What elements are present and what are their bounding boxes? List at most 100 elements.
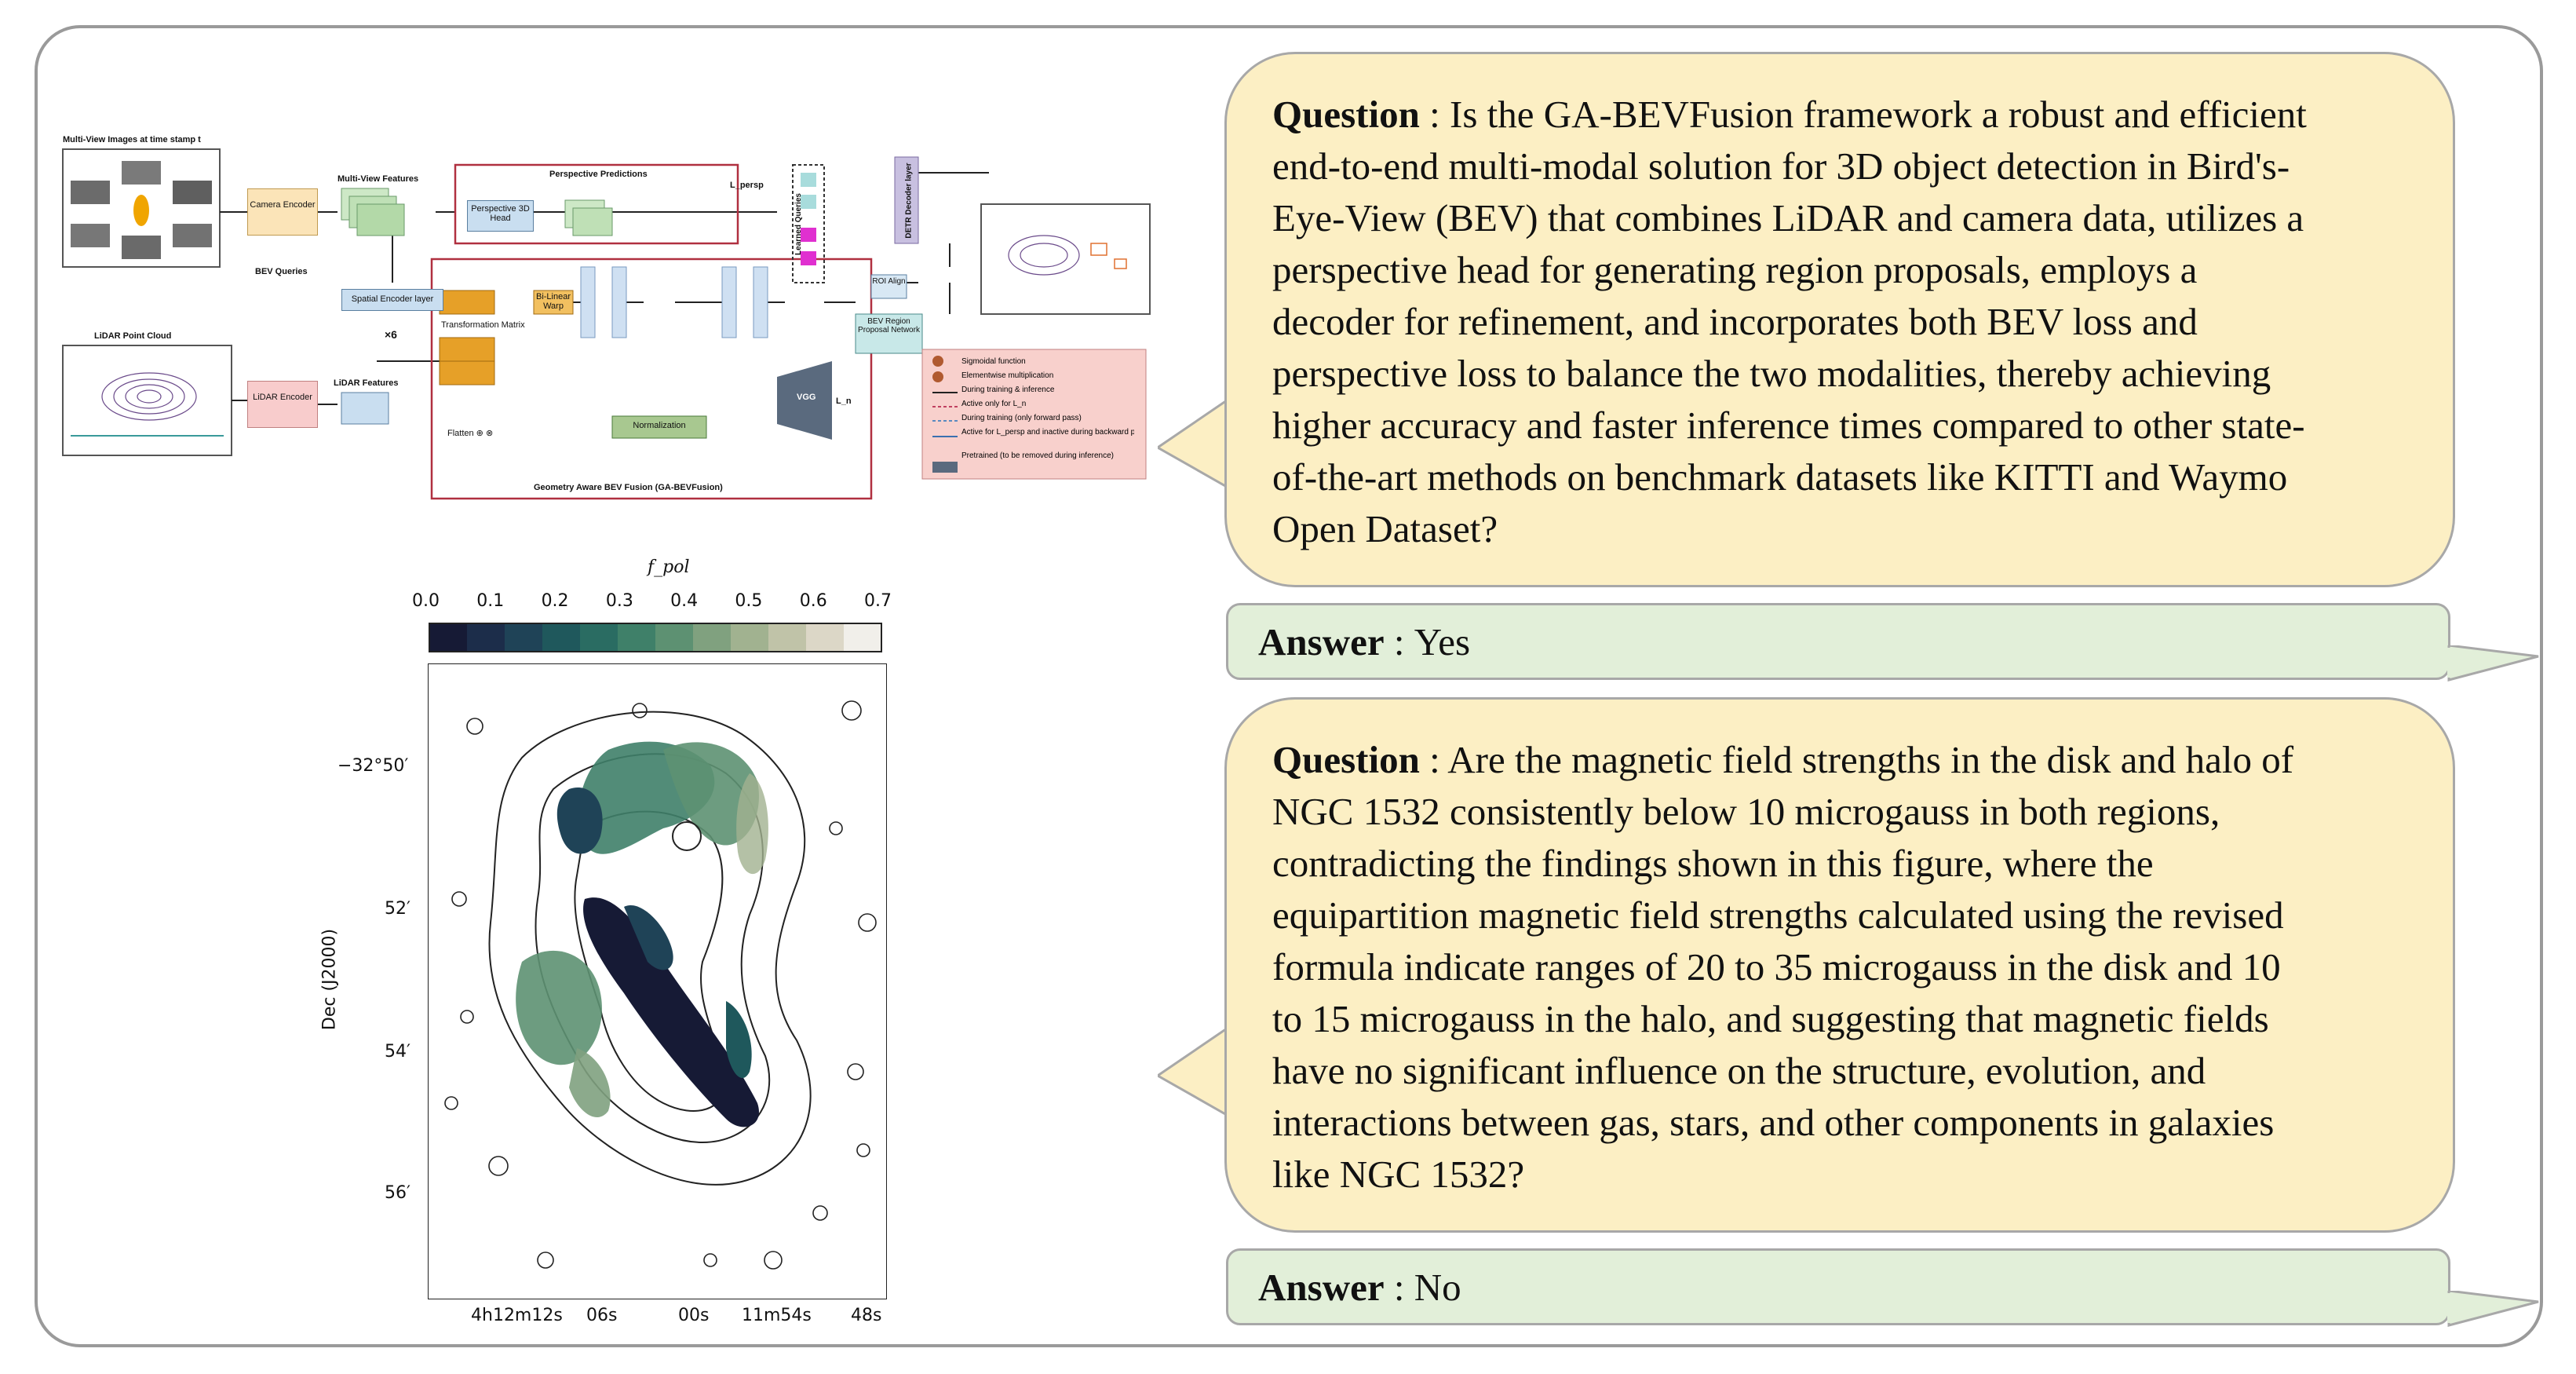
multiview-title: Multi-View Images at time stamp t	[63, 135, 201, 144]
question-line: NGC 1532 consistently below 10 microgaus…	[1272, 790, 2220, 833]
spatial-encoder-box: Spatial Encoder layer	[341, 289, 443, 311]
colorbar-tick: 0.4	[670, 591, 699, 611]
transformation-matrix-label: Transformation Matrix	[441, 320, 525, 330]
question-line: formula indicate ranges of 20 to 35 micr…	[1272, 945, 2281, 988]
question-line: Are the magnetic field strengths in the …	[1447, 738, 2294, 781]
colorbar-cell	[429, 623, 468, 652]
question-bubble: Question : Are the magnetic field streng…	[1224, 697, 2455, 1233]
answer-text: No	[1414, 1265, 1461, 1309]
answer-label: Answer	[1258, 1265, 1385, 1309]
answer-text: Yes	[1414, 619, 1471, 663]
bev-queries-label: BEV Queries	[255, 267, 308, 276]
roi-align-label: ROI Align	[872, 277, 906, 286]
question-line: higher accuracy and faster inference tim…	[1272, 404, 2305, 447]
legend-item: Pretrained (to be removed during inferen…	[961, 451, 1114, 460]
ytick: 52′	[385, 899, 410, 919]
question-line: Open Dataset?	[1272, 507, 1498, 550]
colorbar-cell	[693, 623, 732, 652]
l-n-label: L_n	[836, 396, 852, 406]
camera-encoder-label: Camera Encoder	[250, 200, 316, 210]
ytick: 54′	[385, 1042, 410, 1062]
architecture-diagram: Multi-View Images at time stamp t Camera…	[47, 126, 1162, 518]
question-line: perspective head for generating region p…	[1272, 248, 2198, 291]
diagram-lines	[62, 148, 1151, 500]
lidar-point-cloud-title: LiDAR Point Cloud	[94, 331, 172, 341]
bev-rpn-box: BEV Region Proposal Network	[856, 317, 922, 352]
lidar-encoder-box: LiDAR Encoder	[247, 381, 318, 428]
colorbar-cell	[844, 623, 882, 652]
perspective-head-box: Perspective 3D Head	[467, 200, 534, 232]
question-text-1: Question : Is the GA-BEVFusion framework…	[1272, 93, 2307, 550]
colorbar-cell	[731, 623, 769, 652]
normalization-box: Normalization	[612, 421, 706, 437]
bilinear-warp-label: Bi-Linear Warp	[535, 292, 571, 311]
xtick: 11m54s	[742, 1306, 812, 1325]
question-line: equipartition magnetic field strengths c…	[1272, 893, 2284, 937]
xtick: 06s	[586, 1306, 618, 1325]
xtick: 00s	[678, 1306, 710, 1325]
bilinear-warp-box: Bi-Linear Warp	[534, 292, 573, 312]
question-line: like NGC 1532?	[1272, 1153, 1525, 1196]
colorbar-cell	[542, 623, 581, 652]
legend-item: Active for L_persp and inactive during b…	[961, 428, 1134, 437]
colorbar-cell	[618, 623, 656, 652]
vgg-label: VGG	[797, 393, 816, 402]
ga-bevfusion-title: Geometry Aware BEV Fusion (GA-BEVFusion)	[534, 483, 723, 492]
dec-axis-label: Dec (J2000)	[319, 928, 340, 1031]
legend-item: Active only for L_n	[961, 400, 1027, 408]
question-bubble-tail	[1158, 1029, 1228, 1117]
bev-rpn-label: BEV Region Proposal Network	[858, 317, 920, 334]
perspective-head-label: Perspective 3D Head	[471, 204, 530, 223]
question-line: of-the-art methods on benchmark datasets…	[1272, 455, 2288, 499]
flatten-label: Flatten ⊕ ⊗	[447, 429, 494, 438]
l-persp-label: L_persp	[730, 181, 764, 190]
question-label: Question	[1272, 93, 1420, 136]
colorbar-cell	[505, 623, 543, 652]
multiview-features-label: Multi-View Features	[338, 174, 419, 184]
colorbar	[429, 623, 882, 652]
question-line: end-to-end multi-modal solution for 3D o…	[1272, 144, 2290, 188]
detr-decoder-label: DETR Decoder layer	[904, 163, 914, 239]
ytick: −32°50′	[338, 756, 409, 776]
answer-bubble-tail	[2447, 1291, 2539, 1327]
question-line: contradicting the findings shown in this…	[1272, 842, 2154, 885]
question-text-2: Question : Are the magnetic field streng…	[1272, 738, 2294, 1196]
xtick: 4h12m12s	[471, 1306, 563, 1325]
lidar-encoder-label: LiDAR Encoder	[253, 393, 312, 402]
answer-bubble-tail	[2447, 645, 2539, 682]
colorbar-tick: 0.7	[864, 591, 892, 611]
colorbar-cell	[580, 623, 618, 652]
legend-item: During training & inference	[961, 386, 1055, 394]
answer-bubble: Answer : Yes	[1226, 603, 2450, 680]
question-line: Is the GA-BEVFusion framework a robust a…	[1450, 93, 2307, 136]
perspective-predictions-label: Perspective Predictions	[549, 170, 648, 179]
polarization-map	[428, 663, 887, 1299]
colorbar-tick: 0.5	[735, 591, 763, 611]
colorbar-tick: 0.1	[476, 591, 505, 611]
question-line: have no significant influence on the str…	[1272, 1049, 2206, 1092]
question-line: decoder for refinement, and incorporates…	[1272, 300, 2198, 343]
learned-queries-label: Learned Queries	[794, 193, 803, 255]
roi-align-box: ROI Align	[871, 277, 907, 298]
normalization-label: Normalization	[633, 421, 686, 430]
colorbar-cell	[768, 623, 807, 652]
answer-label: Answer	[1258, 619, 1385, 663]
colorbar-cell	[655, 623, 694, 652]
times6-label: ×6	[385, 328, 397, 341]
spatial-encoder-label: Spatial Encoder layer	[351, 294, 434, 304]
question-line: interactions between gas, stars, and oth…	[1272, 1101, 2275, 1144]
legend-item: Sigmoidal function	[961, 357, 1026, 366]
ytick: 56′	[385, 1183, 410, 1203]
diagram-legend: Sigmoidal function Elementwise multiplic…	[961, 355, 1134, 463]
legend-item: During training (only forward pass)	[961, 414, 1082, 422]
camera-encoder-box: Camera Encoder	[247, 188, 318, 236]
colorbar-label: f_pol	[648, 557, 690, 577]
xtick: 48s	[851, 1306, 882, 1325]
question-line: to 15 microgauss in the halo, and sugges…	[1272, 997, 2269, 1040]
question-bubble: Question : Is the GA-BEVFusion framework…	[1224, 52, 2455, 587]
question-bubble-tail	[1158, 400, 1228, 489]
answer-bubble: Answer : No	[1226, 1248, 2450, 1325]
colorbar-tick: 0.0	[412, 591, 440, 611]
colorbar-tick: 0.3	[605, 591, 633, 611]
